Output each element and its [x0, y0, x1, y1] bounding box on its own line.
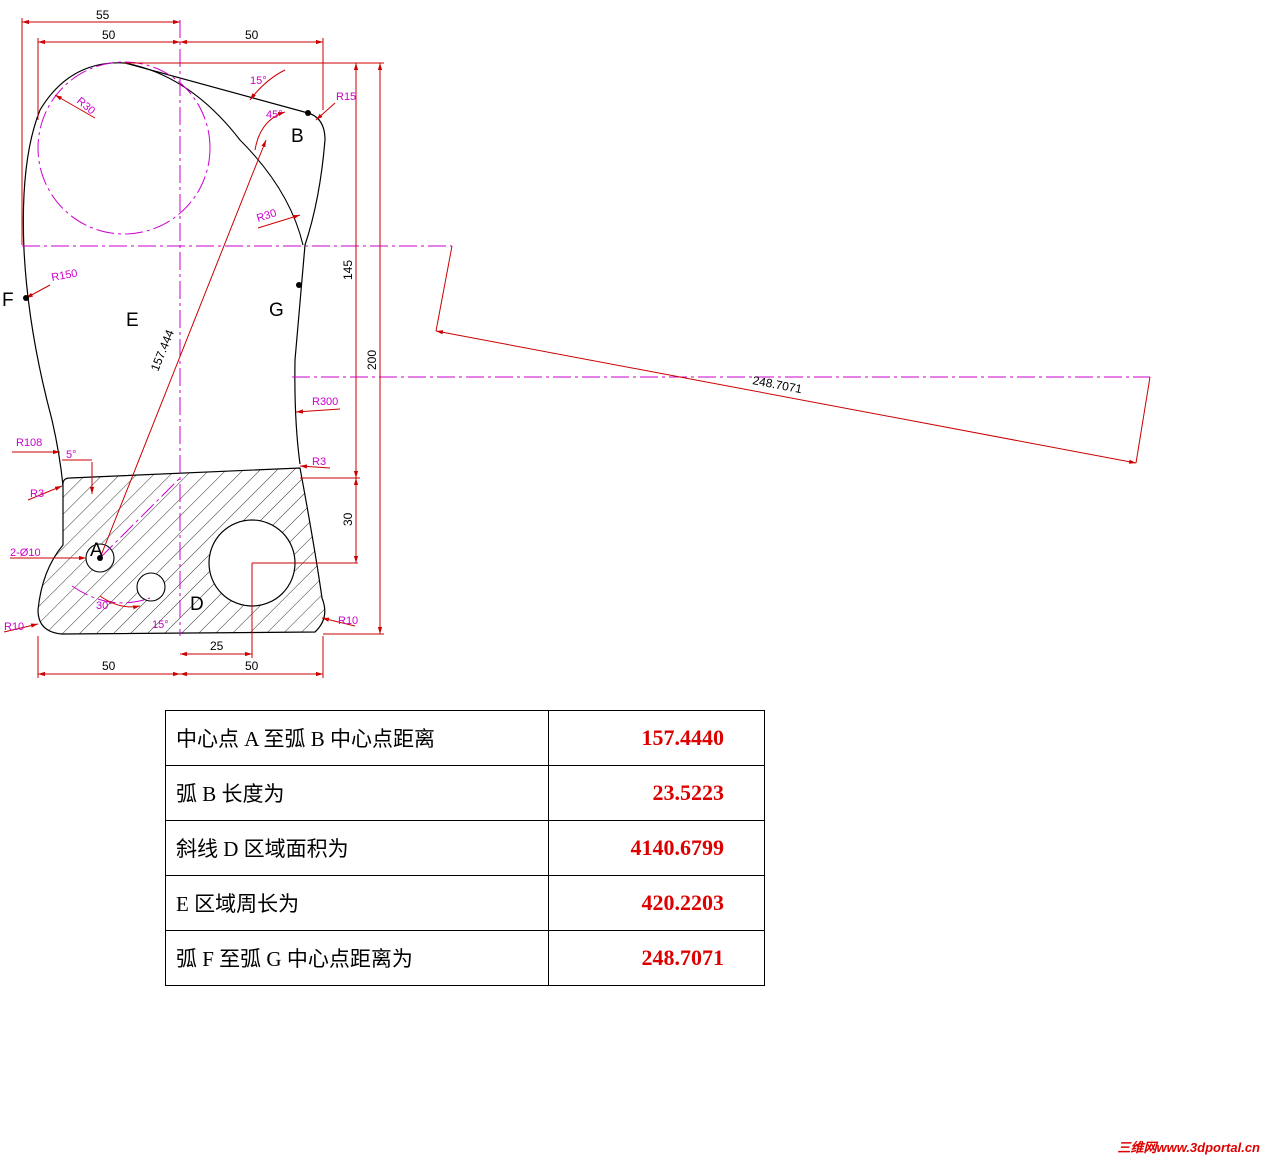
small-hole-b	[136, 572, 166, 602]
dim-50-bottom-right: 50	[245, 659, 259, 673]
label-d: D	[190, 594, 204, 615]
anno-30deg: 30°	[96, 600, 113, 612]
row-label: 弧 B 长度为	[165, 765, 549, 821]
row-value: 248.7071	[548, 930, 765, 986]
dim-50-bottom-left: 50	[102, 659, 116, 673]
row-value: 4140.6799	[548, 820, 765, 876]
dim-55: 55	[96, 8, 110, 22]
dim-145: 145	[341, 260, 355, 280]
anno-r15: R15	[336, 91, 356, 103]
label-e: E	[126, 310, 139, 331]
anno-r30-top: R30	[74, 95, 97, 117]
row-value: 157.4440	[548, 710, 765, 766]
dim-50-top-right: 50	[245, 28, 259, 42]
results-table: 中心点 A 至弧 B 中心点距离 157.4440 弧 B 长度为 23.522…	[165, 710, 765, 986]
anno-15-top: 15°	[250, 75, 267, 87]
row-label: 弧 F 至弧 G 中心点距离为	[165, 930, 549, 986]
dim-25: 25	[210, 639, 224, 653]
anno-r10-left: R10	[4, 621, 24, 633]
anno-r300: R300	[312, 396, 338, 408]
dim-157-444: 157.444	[148, 327, 177, 373]
table-row: 弧 F 至弧 G 中心点距离为 248.7071	[165, 930, 765, 986]
row-label: 斜线 D 区域面积为	[165, 820, 549, 876]
anno-r108: R108	[16, 437, 42, 449]
dim-200: 200	[365, 350, 379, 370]
row-label: E 区域周长为	[165, 875, 549, 931]
anno-holes: 2-Ø10	[10, 547, 41, 559]
watermark: 三维网www.3dportal.cn	[1117, 1140, 1260, 1155]
label-f: F	[2, 290, 14, 311]
table-row: E 区域周长为 420.2203	[165, 875, 765, 931]
cad-drawing: 55 50 50 50 50 25 145 200 30 157.444 248…	[2, 8, 1151, 678]
row-value: 23.5223	[548, 765, 765, 821]
label-b: B	[291, 126, 304, 147]
anno-r30-mid: R30	[255, 207, 278, 225]
anno-5deg: 5°	[66, 449, 77, 461]
anno-r3-left: R3	[30, 488, 44, 500]
dim-30: 30	[341, 512, 355, 526]
row-label: 中心点 A 至弧 B 中心点距离	[165, 710, 549, 766]
anno-45: 45°	[266, 109, 283, 121]
table-row: 斜线 D 区域面积为 4140.6799	[165, 820, 765, 876]
anno-15-bottom: 15°	[152, 619, 169, 631]
table-row: 中心点 A 至弧 B 中心点距离 157.4440	[165, 710, 765, 766]
inner-arc-r30	[124, 62, 304, 246]
label-g: G	[269, 300, 284, 321]
table-row: 弧 B 长度为 23.5223	[165, 765, 765, 821]
anno-r10-right: R10	[338, 615, 358, 627]
part-outline	[22, 62, 326, 487]
label-a: A	[90, 540, 103, 561]
anno-r150: R150	[50, 268, 78, 284]
dimension-lines	[3, 18, 1151, 678]
row-value: 420.2203	[548, 875, 765, 931]
key-points	[23, 110, 311, 561]
anno-r3-right: R3	[312, 456, 326, 468]
dim-50-top-left: 50	[102, 28, 116, 42]
